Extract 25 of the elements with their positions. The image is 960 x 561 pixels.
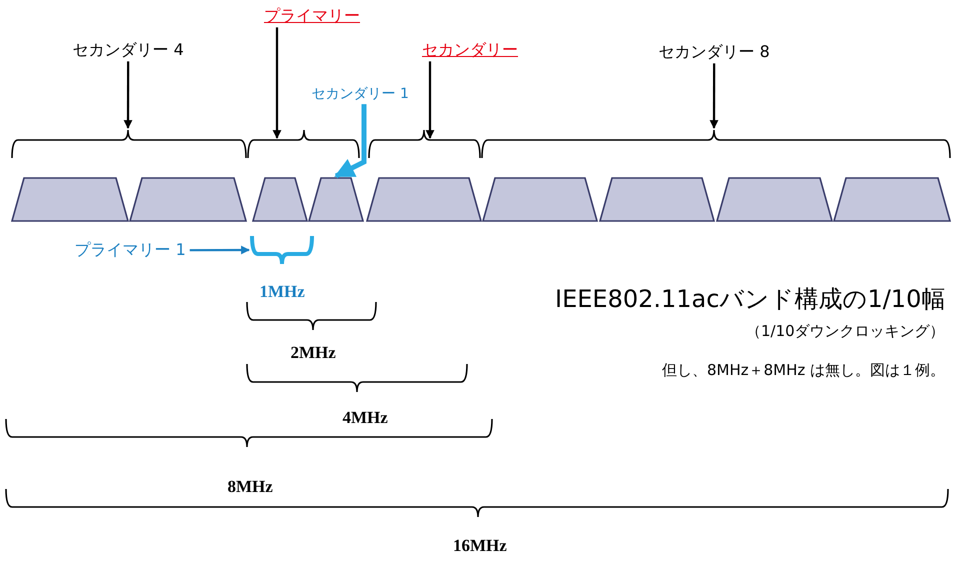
brace: [250, 236, 314, 266]
bandwidth-label: 16MHz: [453, 536, 507, 556]
bandwidth-label: 4MHz: [342, 408, 388, 428]
brace: [247, 129, 360, 158]
brace: [11, 129, 247, 158]
pointer-arrow: [426, 61, 434, 139]
pointer-arrow: [124, 61, 132, 129]
note-text: 但し、8MHz＋8MHz は無し。図は１例。: [662, 362, 946, 379]
bandwidth-label: 1MHz: [260, 282, 305, 302]
channel-label: プライマリー: [264, 7, 360, 26]
pointer-arrow: [190, 246, 250, 254]
channel-label: セカンダリー: [422, 41, 518, 60]
channel-label: セカンダリー 8: [658, 43, 770, 62]
channel-label: プライマリー 1: [74, 241, 186, 260]
pointer-arrow: [272, 27, 282, 139]
title: IEEE802.11acバンド構成の1/10幅: [555, 286, 946, 314]
bandwidth-label: 2MHz: [290, 343, 336, 363]
note-text: （1/10ダウンクロッキング）: [746, 322, 945, 340]
pointer-arrow: [334, 104, 366, 178]
brace: [368, 129, 481, 158]
brace: [481, 129, 951, 158]
bandwidth-label: 8MHz: [228, 477, 273, 497]
channel-label: セカンダリー 4: [72, 41, 184, 60]
channel-label: セカンダリー 1: [312, 86, 409, 102]
pointer-arrow: [710, 63, 718, 129]
